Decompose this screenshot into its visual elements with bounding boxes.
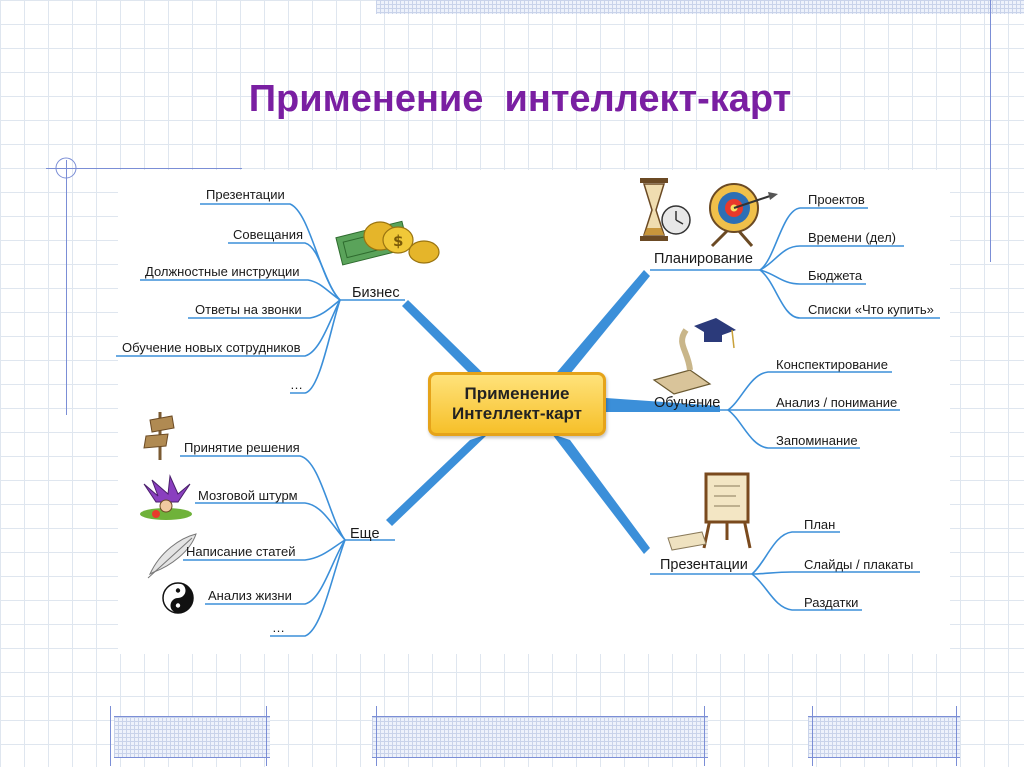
top-decor-band	[376, 0, 1024, 14]
leaf-label: …	[290, 377, 303, 392]
bottom-decor-tick	[266, 706, 267, 766]
central-node: Применение Интеллект-карт	[428, 372, 606, 436]
leaf-label: Конспектирование	[776, 357, 888, 372]
central-node-line-2: Интеллект-карт	[451, 404, 583, 423]
leaf-label: Запоминание	[776, 433, 858, 448]
leaf-label: План	[804, 517, 836, 532]
branch-label-learning: Обучение	[654, 395, 721, 411]
leaf-label: Ответы на звонки	[195, 302, 302, 317]
branch-label-business: Бизнес	[352, 285, 400, 301]
svg-text:$: $	[393, 232, 403, 250]
left-decor-line	[66, 160, 67, 415]
bottom-decor-tick	[812, 706, 813, 766]
leaf-label: Анализ / понимание	[776, 395, 898, 410]
leaf-label: Слайды / плакаты	[804, 557, 914, 572]
leaf-label: …	[272, 620, 285, 635]
leaf-label: Мозговой штурм	[198, 488, 298, 503]
leaf-label: Раздатки	[804, 595, 859, 610]
hourglass-icon	[640, 178, 668, 241]
leaf-label: Анализ жизни	[208, 588, 292, 603]
leaf-label: Проектов	[808, 192, 865, 207]
right-decor-line	[990, 0, 991, 262]
leaf-label: Должностные инструкции	[145, 264, 300, 279]
branch-label-more: Еще	[350, 526, 380, 542]
page-title: Применение интеллект-карт	[248, 78, 792, 120]
leaf-label: Обучение новых сотрудников	[122, 340, 301, 355]
leaf-label: Презентации	[206, 187, 285, 202]
central-node-line-1: Применение	[464, 384, 570, 403]
bottom-decor-band-3	[808, 716, 960, 758]
leaf-label: Совещания	[233, 227, 304, 242]
decor-circle	[55, 157, 77, 179]
target-icon	[709, 183, 778, 248]
leaf-label: Списки «Что купить»	[808, 302, 934, 317]
bottom-decor-band-2	[372, 716, 708, 758]
feather-icon	[147, 533, 197, 579]
bottom-decor-tick	[110, 706, 111, 766]
clock-icon	[661, 205, 691, 235]
money-icon: $	[335, 220, 440, 266]
leaf-label: Времени (дел)	[808, 230, 896, 245]
leaf-label: Написание статей	[186, 544, 296, 559]
signpost-icon	[143, 412, 175, 460]
left-decor-hline	[46, 168, 242, 169]
yin-yang-icon	[162, 582, 194, 614]
leaf-label: Принятие решения	[184, 440, 300, 455]
branch-label-planning: Планирование	[654, 251, 753, 267]
easel-icon	[667, 472, 752, 551]
jester-icon	[140, 474, 192, 520]
bottom-decor-tick	[704, 706, 705, 766]
leaf-label: Бюджета	[808, 268, 863, 283]
bottom-decor-band-1	[114, 716, 270, 758]
graduation-book-icon	[652, 318, 736, 395]
branch-label-presentations: Презентации	[660, 557, 748, 573]
bottom-decor-tick	[376, 706, 377, 766]
bottom-decor-tick	[956, 706, 957, 766]
